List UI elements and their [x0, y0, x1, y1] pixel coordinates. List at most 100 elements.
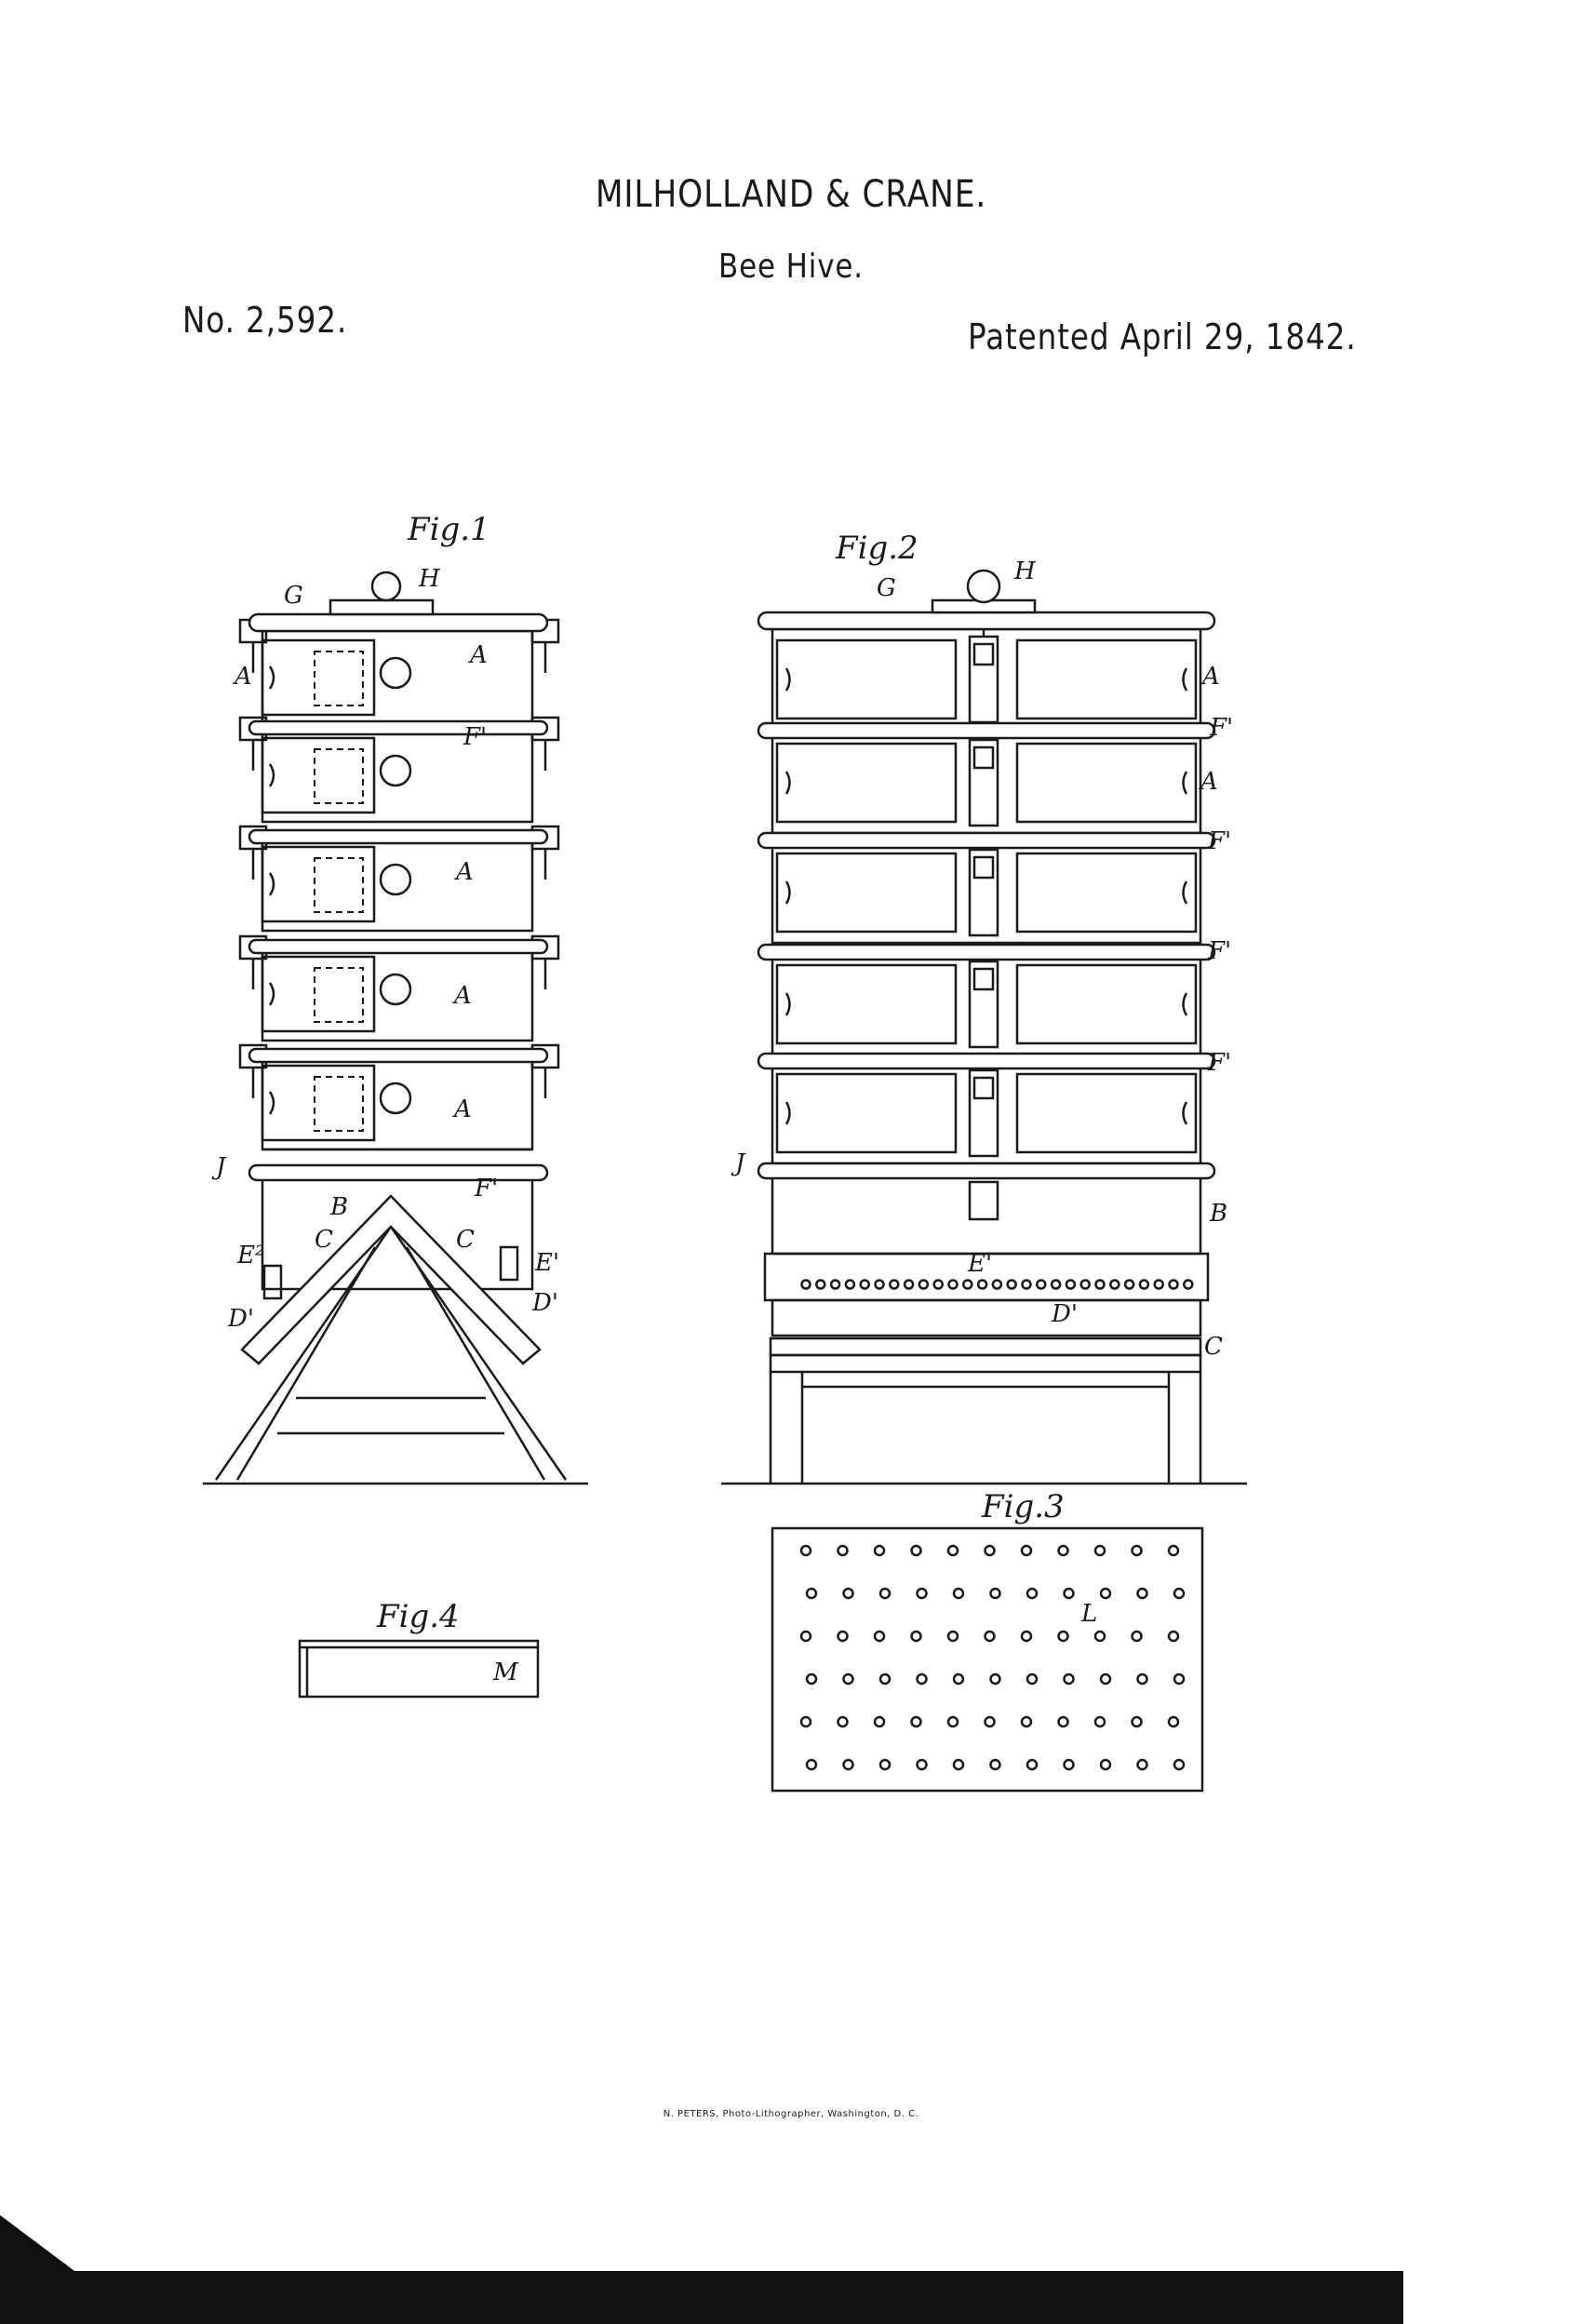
board-hole: [916, 1672, 928, 1686]
fig4-slide: [298, 1639, 540, 1699]
board-hole: [1136, 1587, 1148, 1600]
label-G: G: [284, 582, 303, 610]
label-F1: F': [1207, 1049, 1231, 1077]
board-hole: [984, 1715, 996, 1728]
board-hole: [878, 1758, 892, 1771]
board-hole: [946, 1630, 959, 1643]
board-hole: [952, 1587, 965, 1600]
vent-dot: [947, 1279, 959, 1290]
board-hole: [1136, 1758, 1148, 1771]
patent-subtitle: Bee Hive.: [717, 248, 865, 286]
entrance-hole: [784, 771, 791, 795]
label-F1: F': [1207, 937, 1231, 965]
board-hole: [1020, 1544, 1033, 1557]
label-A: A: [452, 1095, 472, 1123]
vent-dot: [991, 1279, 1003, 1290]
entrance-hole: [268, 982, 275, 1006]
board-hole: [837, 1630, 849, 1643]
label-B: B: [329, 1193, 348, 1221]
hasp-staple: [972, 855, 995, 880]
entrance-hole: [784, 667, 791, 692]
right-panel: [1015, 963, 1198, 1045]
hasp-staple: [972, 746, 995, 770]
entrance-hole: [1182, 880, 1188, 905]
label-G: G: [877, 574, 896, 602]
entrance-hole: [784, 880, 791, 905]
vent-dot: [1123, 1279, 1135, 1290]
vent-dot: [1138, 1279, 1150, 1290]
label-E2: E²: [236, 1242, 264, 1269]
fig1-top-plate: [328, 598, 435, 616]
board-hole: [1020, 1630, 1033, 1643]
vent-dot: [976, 1279, 988, 1290]
vent-dot: [874, 1279, 885, 1290]
board-hole: [805, 1672, 818, 1686]
board-hole: [910, 1544, 922, 1557]
vent-dot: [918, 1279, 930, 1290]
board-hole: [878, 1672, 892, 1686]
hive-box: [261, 1055, 534, 1151]
hive-box: [261, 946, 534, 1042]
left-panel: [775, 963, 958, 1045]
box-rail: [757, 943, 1216, 961]
board-hole: [799, 1630, 812, 1643]
label-A: A: [233, 663, 252, 691]
patent-title: MILHOLLAND & CRANE.: [595, 173, 987, 216]
entrance-panel: [261, 736, 376, 814]
fig2-hive-boxes: [757, 622, 1216, 1165]
fig4-drawing: Fig.4 M: [298, 1598, 540, 1699]
right-panel: [1015, 742, 1198, 824]
board-hole: [1173, 1587, 1186, 1600]
board-hole: [1057, 1715, 1069, 1728]
vent-dot: [1168, 1279, 1179, 1290]
board-hole: [1131, 1544, 1143, 1557]
fig2-drawing: Fig.2 G H A F' A F' F' F' J B E' D' C: [721, 530, 1247, 1485]
label-F1: F': [474, 1175, 498, 1202]
vent-dot: [859, 1279, 870, 1290]
label-L: L: [1080, 1600, 1097, 1628]
board-hole: [878, 1587, 892, 1600]
entrance-panel: [261, 1064, 376, 1142]
board-hole: [1093, 1715, 1106, 1728]
hive-box: [261, 836, 534, 933]
box-rail: [248, 938, 549, 955]
board-hole: [1026, 1672, 1039, 1686]
board-hole: [989, 1672, 1001, 1686]
board-hole: [1063, 1672, 1075, 1686]
box-rail: [248, 1047, 549, 1064]
fig2-hasp: [968, 1180, 999, 1221]
board-hole: [916, 1587, 928, 1600]
fig4-title: Fig.4: [376, 1598, 460, 1635]
board-hole: [1167, 1544, 1180, 1557]
label-E1: E': [534, 1249, 559, 1277]
fig3-title: Fig.3: [981, 1488, 1065, 1525]
label-H: H: [418, 565, 441, 593]
entrance-hole: [268, 665, 275, 690]
label-H: H: [1013, 557, 1037, 585]
board-hole: [1167, 1630, 1180, 1643]
board-hole: [799, 1715, 812, 1728]
vent-dot: [1153, 1279, 1164, 1290]
fig2-top-rail: [757, 611, 1216, 631]
glass-window: [314, 651, 364, 706]
entrance-panel: [261, 845, 376, 923]
label-C: C: [315, 1226, 333, 1254]
vent-dot: [829, 1279, 841, 1290]
board-hole: [1136, 1672, 1148, 1686]
entrance-hole: [1182, 1101, 1188, 1125]
label-C: C: [1204, 1333, 1223, 1361]
box-rail: [757, 831, 1216, 850]
board-hole: [989, 1587, 1001, 1600]
vent-dot: [815, 1279, 826, 1290]
board-hole: [1093, 1544, 1106, 1557]
vent-hole: [379, 1081, 412, 1115]
right-panel: [1015, 638, 1198, 720]
board-hole: [842, 1672, 854, 1686]
fig1-drawing: Fig.1 G H A A F' A A A J F' B C C E² E' …: [203, 511, 588, 1485]
vent-dot: [889, 1279, 900, 1290]
vent-dot: [903, 1279, 915, 1290]
entrance-hole: [268, 763, 275, 787]
label-A: A: [1200, 663, 1220, 691]
entrance-hole: [1182, 667, 1188, 692]
entrance-hole: [784, 1101, 791, 1125]
